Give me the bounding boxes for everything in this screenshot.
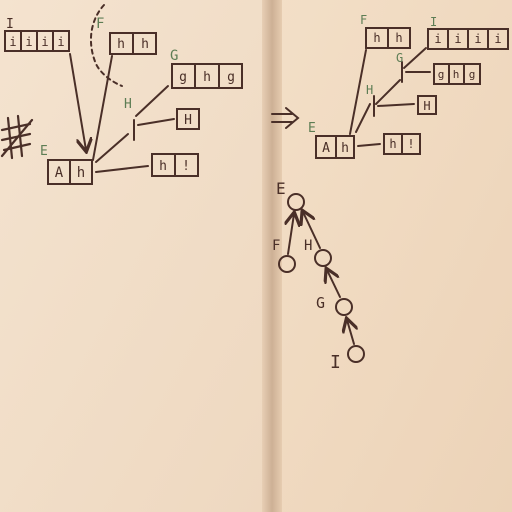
left-box-G: [171, 63, 243, 89]
right-box-I-cell-3: i: [474, 32, 481, 46]
left-label-H: H: [124, 97, 132, 112]
right-edge-I-G: [403, 47, 427, 69]
right-box-G: [433, 63, 481, 85]
right-box-hbang-cell-1: h: [389, 137, 396, 151]
right-box-E-cell-2: h: [341, 141, 349, 156]
right-box-G-cell-1: g: [438, 68, 445, 81]
left-edge-G-H: [135, 85, 169, 117]
chain-label-G: G: [316, 294, 325, 312]
left-edge-F-E: [92, 55, 113, 161]
right-box-H-cell-1: H: [423, 99, 430, 113]
right-box-H: [417, 95, 437, 115]
left-box-hbang: [151, 153, 199, 177]
left-page: [0, 0, 272, 512]
implies-arrow: [271, 107, 300, 129]
right-box-G-cell-3: g: [469, 68, 476, 81]
left-label-E: E: [40, 144, 48, 159]
chain-label-F: F: [272, 238, 280, 254]
left-box-I-cell-1: i: [9, 35, 16, 49]
left-box-F: [109, 32, 157, 55]
left-box-I-cell-3: i: [41, 35, 48, 49]
right-box-F: [365, 27, 411, 49]
chain-label-I: I: [330, 352, 341, 373]
right-box-G-cell-2: h: [453, 68, 460, 81]
right-page: [272, 0, 512, 512]
left-box-E-cell-1: A: [55, 165, 64, 181]
left-box-G-cell-1: g: [179, 70, 187, 85]
right-box-E-cell-1: A: [322, 141, 330, 156]
chain-arrow-F-E: [288, 214, 294, 255]
right-box-I-cell-4: i: [494, 32, 501, 46]
right-edge-H-E: [355, 103, 371, 133]
left-box-E-cell-2: h: [77, 165, 85, 181]
chain-node-F: [278, 255, 296, 273]
page-spine: [262, 0, 282, 512]
left-label-G: G: [170, 48, 178, 64]
left-box-I-cell-2: i: [25, 35, 32, 49]
right-box-F-cell-1: h: [373, 31, 380, 45]
right-box-hbang: [383, 133, 421, 155]
chain-label-E: E: [276, 179, 286, 198]
chain-arrow-I-G: [347, 320, 354, 345]
chain-arrow-H-E: [303, 212, 321, 249]
left-box-I-cell-4: i: [57, 35, 64, 49]
right-box-I: [427, 28, 509, 50]
right-box-E: [315, 135, 355, 159]
left-box-F-cell-2: h: [141, 37, 149, 52]
right-box-I-cell-1: i: [434, 32, 441, 46]
left-box-H-cell-1: H: [184, 113, 192, 128]
right-edge-E-hbang: [357, 143, 381, 147]
left-box-hbang-cell-1: h: [159, 159, 167, 174]
left-edge-dashed-F: [89, 4, 123, 87]
right-box-I-cell-2: i: [454, 32, 461, 46]
right-label-H: H: [366, 83, 373, 97]
right-label-F: F: [360, 13, 367, 27]
left-edge-H-E: [95, 133, 129, 163]
right-label-G: G: [396, 51, 403, 65]
left-box-G-cell-2: h: [203, 70, 211, 85]
right-label-I: I: [430, 15, 437, 29]
right-edge-F-E: [349, 49, 367, 135]
left-box-I: [4, 30, 70, 52]
left-hatch-mark: [0, 114, 34, 160]
right-edge-H-boxH: [377, 103, 415, 107]
right-edge-G-H: [375, 79, 401, 105]
left-label-F: F: [96, 16, 104, 32]
left-edge-E-hbang: [95, 165, 149, 173]
chain-node-H: [314, 249, 332, 267]
left-box-G-cell-3: g: [227, 70, 235, 85]
left-box-E: [47, 159, 93, 185]
right-box-F-cell-2: h: [395, 31, 402, 45]
left-box-F-cell-1: h: [117, 37, 125, 52]
chain-node-I: [347, 345, 365, 363]
left-edge-H-boxH: [137, 118, 175, 126]
chain-label-H: H: [304, 238, 312, 254]
right-label-E: E: [308, 121, 316, 136]
left-box-H: [176, 108, 200, 130]
right-box-hbang-cell-2: !: [407, 137, 414, 151]
left-edge-I-E: [69, 53, 86, 150]
left-label-I: I: [6, 17, 14, 32]
left-box-hbang-cell-2: !: [182, 159, 190, 174]
chain-arrow-G-H: [327, 270, 341, 298]
